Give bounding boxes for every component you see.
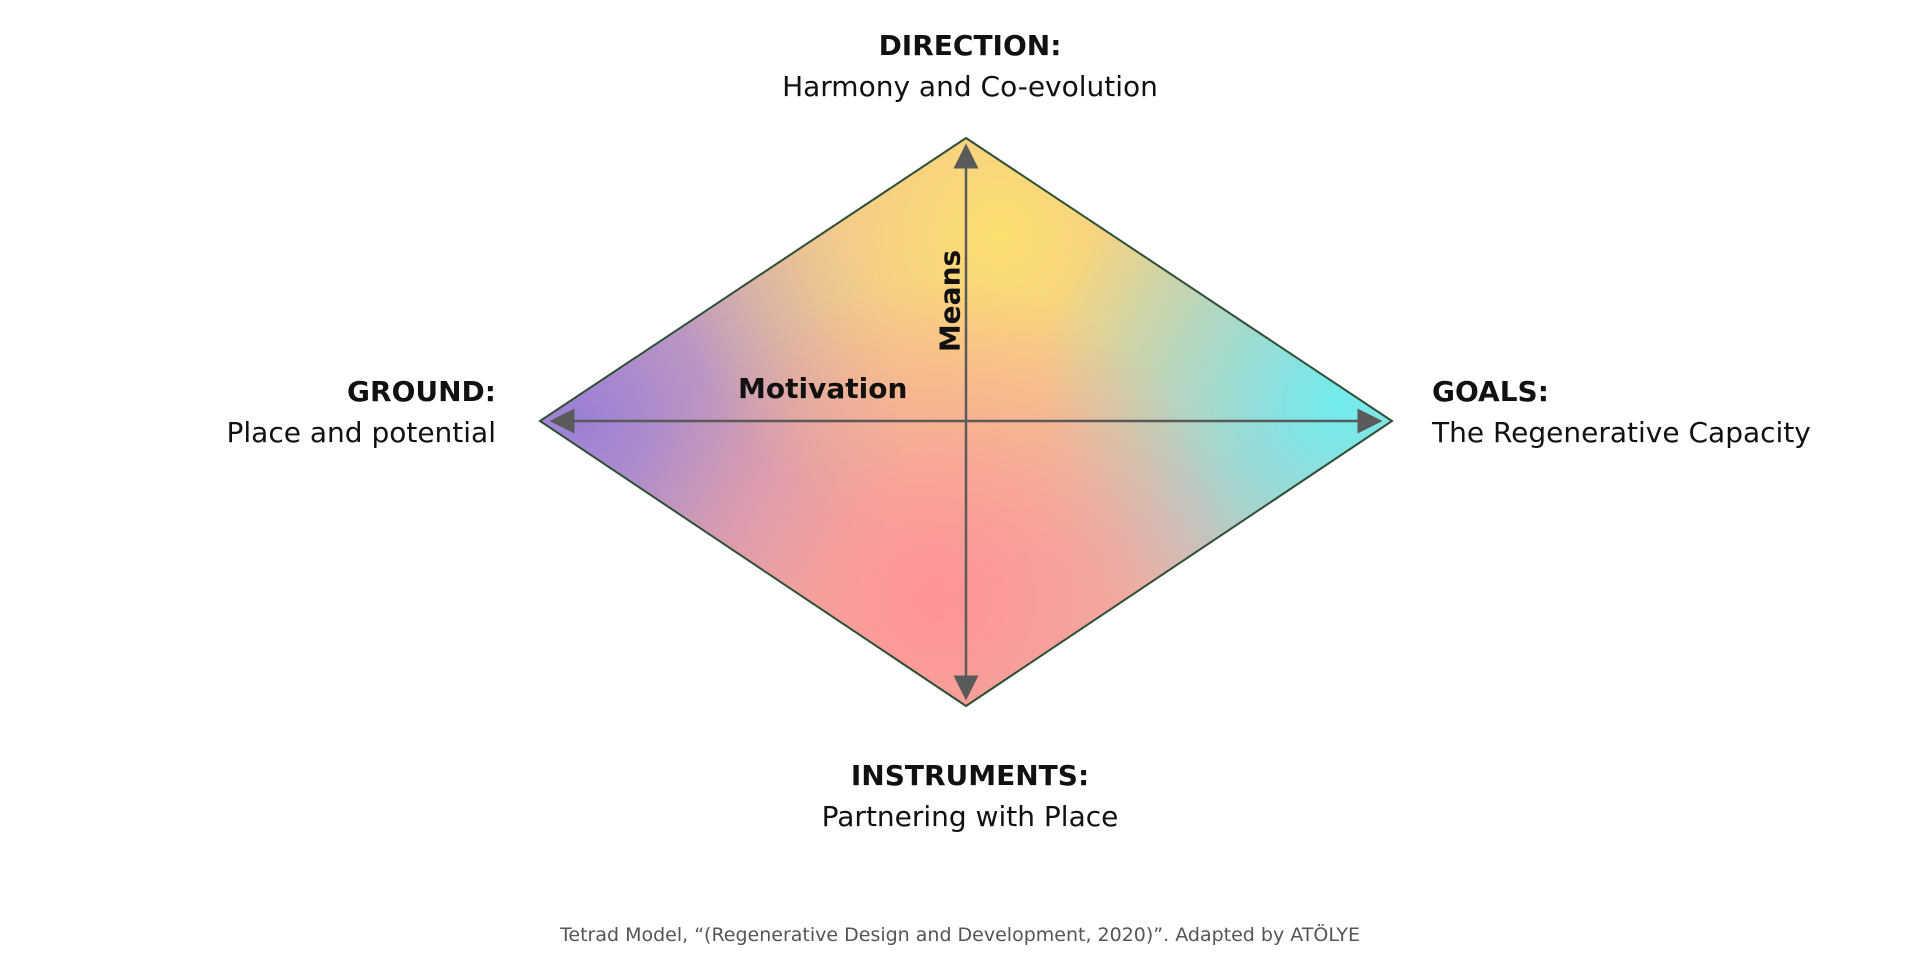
goals-subtitle: The Regenerative Capacity [1432,415,1811,449]
instruments-node: INSTRUMENTS: Partnering with Place [710,756,1230,837]
ground-heading: GROUND: [347,375,496,408]
source-caption: Tetrad Model, “(Regenerative Design and … [560,924,1360,946]
means-axis-label: Means [933,249,967,353]
goals-node: GOALS: The Regenerative Capacity [1432,372,1902,453]
ground-subtitle: Place and potential [226,415,496,449]
instruments-subtitle: Partnering with Place [821,799,1119,833]
ground-node: GROUND: Place and potential [150,372,496,453]
instruments-heading: INSTRUMENTS: [850,759,1090,792]
motivation-axis-label: Motivation [738,372,908,405]
goals-heading: GOALS: [1432,375,1549,408]
direction-subtitle: Harmony and Co-evolution [782,69,1158,103]
direction-node: DIRECTION: Harmony and Co-evolution [710,26,1230,107]
diamond-outline [538,136,1394,708]
direction-heading: DIRECTION: [878,29,1062,62]
